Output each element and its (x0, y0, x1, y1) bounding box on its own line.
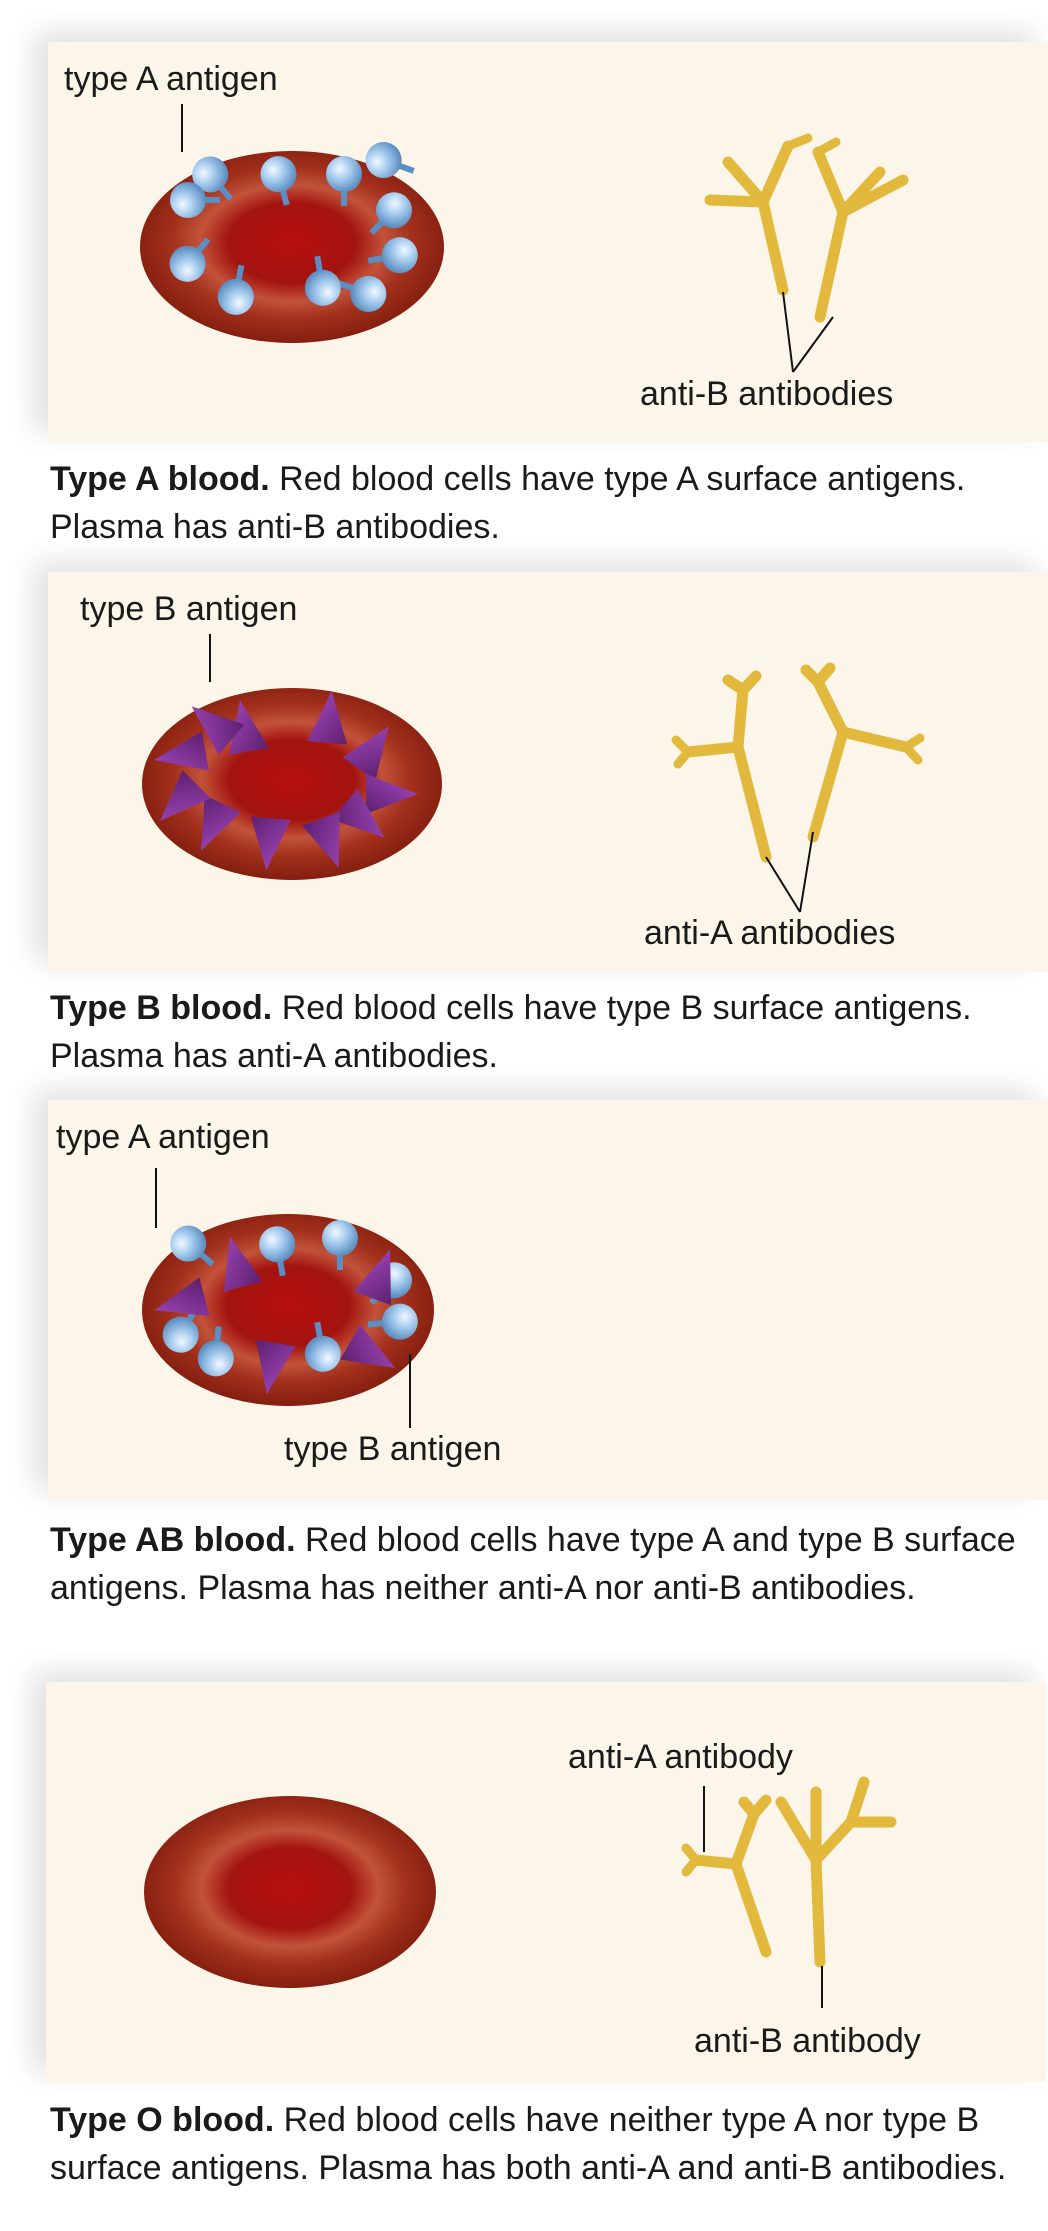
pointer-line (792, 316, 834, 373)
anti-b-antibodies-label: anti-B antibodies (640, 375, 894, 413)
pointer-line (782, 291, 794, 373)
type-a-antigen-label: type A antigen (56, 1118, 270, 1156)
anti-a-antibodies-label: anti-A antibodies (644, 914, 896, 952)
type-b-antigen-label: type B antigen (284, 1430, 502, 1468)
anti-b-antibodies (704, 133, 909, 323)
caption-body: Red blood cells have neither type A nor … (50, 2101, 1007, 2187)
anti-b-antibody-label: anti-B antibody (694, 2022, 921, 2060)
caption-title: Type A blood. (50, 460, 270, 498)
anti-a-antibodies (671, 662, 925, 863)
pointer-line (765, 856, 801, 913)
type-b-antigen-label: type B antigen (80, 590, 298, 628)
caption-type-ab: Type AB blood. Red blood cells have type… (50, 1516, 1045, 1612)
anti-b-antibody (775, 1776, 897, 1968)
anti-a-antibody (681, 1794, 772, 1958)
caption-type-b: Type B blood. Red blood cells have type … (50, 984, 1045, 1080)
pointer-line (799, 831, 814, 913)
caption-body: Red blood cells have type A and type B s… (50, 1521, 1016, 1607)
type-ab-illustration (142, 1168, 434, 1428)
caption-type-o: Type O blood. Red blood cells have neith… (50, 2096, 1045, 2192)
type-o-illustration (144, 1776, 897, 2008)
anti-a-antibody-label: anti-A antibody (568, 1738, 793, 1776)
type-b-illustration (142, 634, 925, 913)
caption-type-a: Type A blood. Red blood cells have type … (50, 455, 1045, 551)
type-a-antigen-label: type A antigen (64, 60, 278, 98)
panel-type-o: anti-A antibody anti-B antibody (46, 1682, 1046, 2082)
red-blood-cell-type-o (144, 1796, 436, 1988)
caption-body: Red blood cells have type A surface anti… (50, 460, 966, 546)
panel-type-a: type A antigen anti-B antibodies (48, 42, 1048, 442)
caption-title: Type B blood. (50, 989, 273, 1027)
caption-title: Type AB blood. (50, 1521, 296, 1559)
panel-type-b: type B antigen anti-A antibodies (48, 572, 1048, 972)
caption-title: Type O blood. (50, 2101, 275, 2139)
type-a-illustration (140, 104, 909, 373)
caption-body: Red blood cells have type B surface anti… (50, 989, 972, 1075)
panel-type-ab: type A antigen type B antigen (48, 1100, 1048, 1500)
